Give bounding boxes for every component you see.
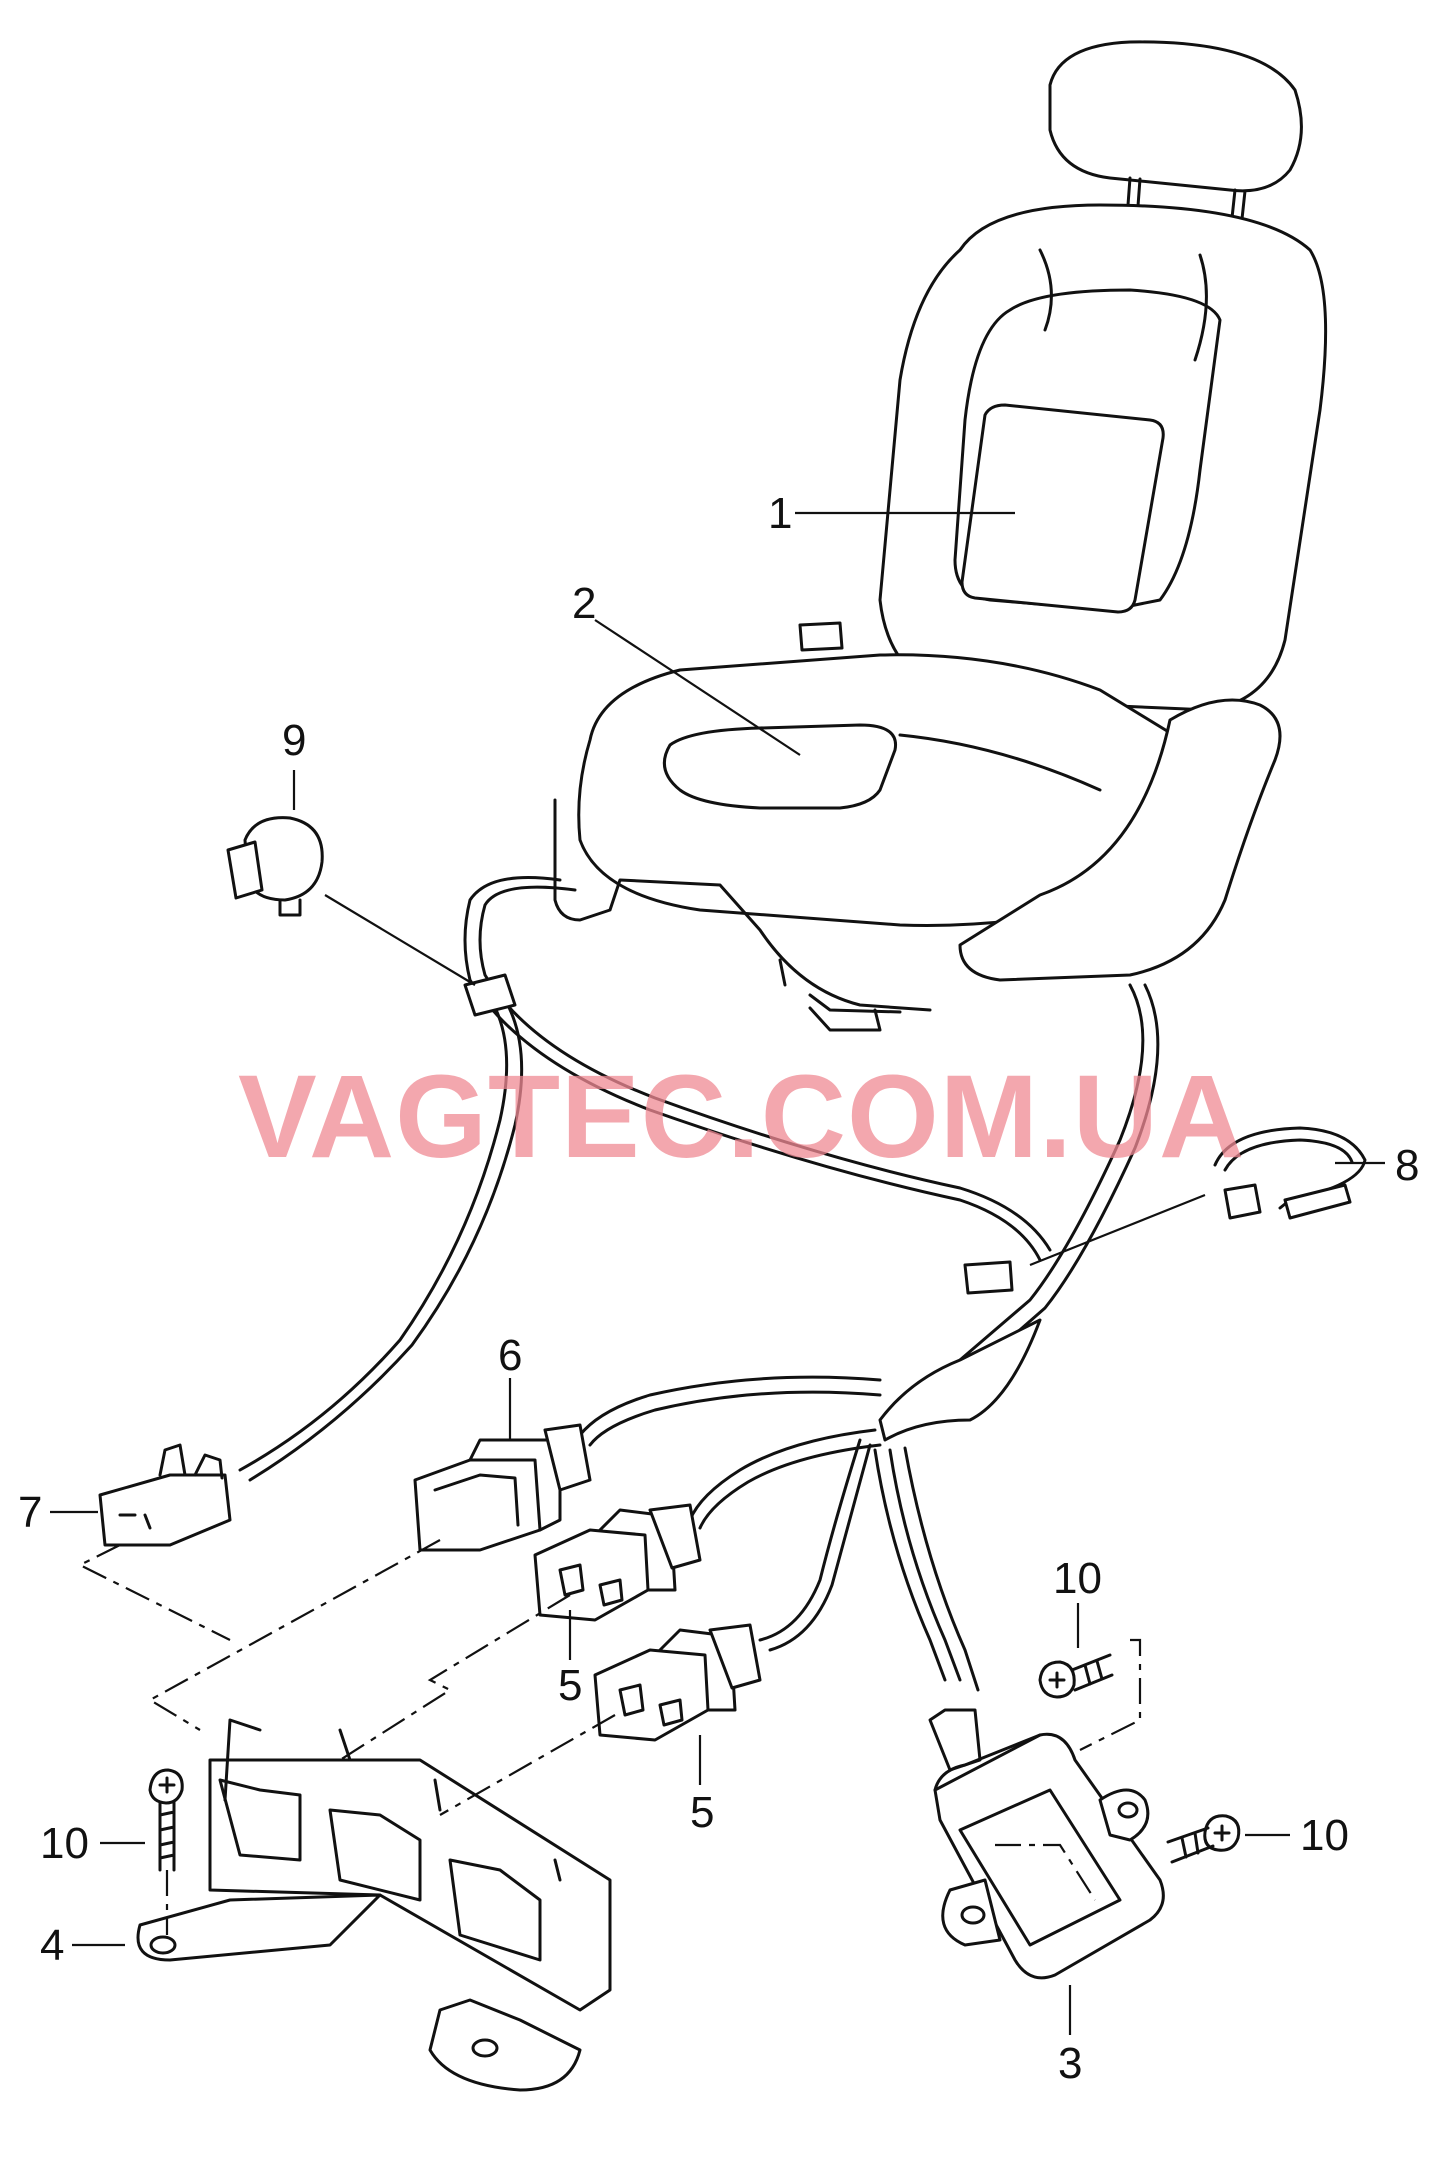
callout-8: 8 bbox=[1395, 1141, 1419, 1190]
part-3-control-module bbox=[928, 1708, 1165, 1980]
leader-2 bbox=[594, 619, 801, 756]
seat-rail bbox=[808, 1006, 882, 1032]
seat-heating-element bbox=[662, 723, 898, 810]
part-6-connector bbox=[413, 1423, 592, 1552]
callout-3: 3 bbox=[1058, 2039, 1082, 2088]
branch-to-connector-5a bbox=[688, 1428, 877, 1522]
callout-10a: 10 bbox=[1053, 1554, 1102, 1603]
callout-6: 6 bbox=[498, 1331, 522, 1380]
callout-1: 1 bbox=[768, 489, 792, 538]
leader-lines bbox=[50, 511, 1385, 2035]
backrest-inner bbox=[953, 288, 1222, 612]
callout-10c: 10 bbox=[40, 1819, 89, 1868]
part-7-connector bbox=[98, 1443, 232, 1547]
leader-9b bbox=[324, 894, 476, 986]
part-9-clip bbox=[226, 816, 324, 917]
callout-2: 2 bbox=[572, 579, 596, 628]
seat bbox=[553, 40, 1328, 1032]
part-5b-connector bbox=[593, 1623, 762, 1742]
part-10-screws bbox=[148, 1653, 1241, 1872]
part-8-cable-strap bbox=[1213, 1126, 1367, 1220]
leader-8b bbox=[1029, 1193, 1206, 1267]
assembly-lines bbox=[77, 1539, 1142, 1935]
callout-10b: 10 bbox=[1300, 1811, 1349, 1860]
part-4-bracket bbox=[136, 1718, 612, 2092]
wiring-harness bbox=[238, 876, 1160, 1692]
headrest bbox=[1048, 40, 1303, 193]
callout-5a: 5 bbox=[558, 1661, 582, 1710]
callouts: 1 2 9 8 6 7 5 5 10 10 10 4 3 bbox=[18, 489, 1419, 2088]
watermark: VAGTEC.COM.UA bbox=[238, 1051, 1245, 1183]
callout-9: 9 bbox=[282, 716, 306, 765]
backrest-heating-element bbox=[960, 403, 1165, 614]
callout-4: 4 bbox=[40, 1921, 64, 1970]
seat-base-bracket bbox=[798, 621, 844, 652]
headrest-post-right bbox=[1230, 188, 1247, 221]
cable-tie-upper bbox=[463, 973, 517, 1017]
headrest-post-left bbox=[1126, 176, 1142, 208]
callout-5b: 5 bbox=[690, 1788, 714, 1837]
callout-7: 7 bbox=[18, 1488, 42, 1537]
cable-tie-lower bbox=[963, 1260, 1014, 1295]
branch-to-connector-5b bbox=[758, 1438, 862, 1642]
part-5a-connector bbox=[533, 1503, 702, 1622]
branch-to-module-3 bbox=[873, 1446, 980, 1692]
side-bolster bbox=[958, 698, 1282, 982]
seat-cushion-seam bbox=[898, 733, 1102, 792]
backrest-seam bbox=[1038, 248, 1208, 362]
branch-to-connector-6 bbox=[578, 1375, 882, 1437]
